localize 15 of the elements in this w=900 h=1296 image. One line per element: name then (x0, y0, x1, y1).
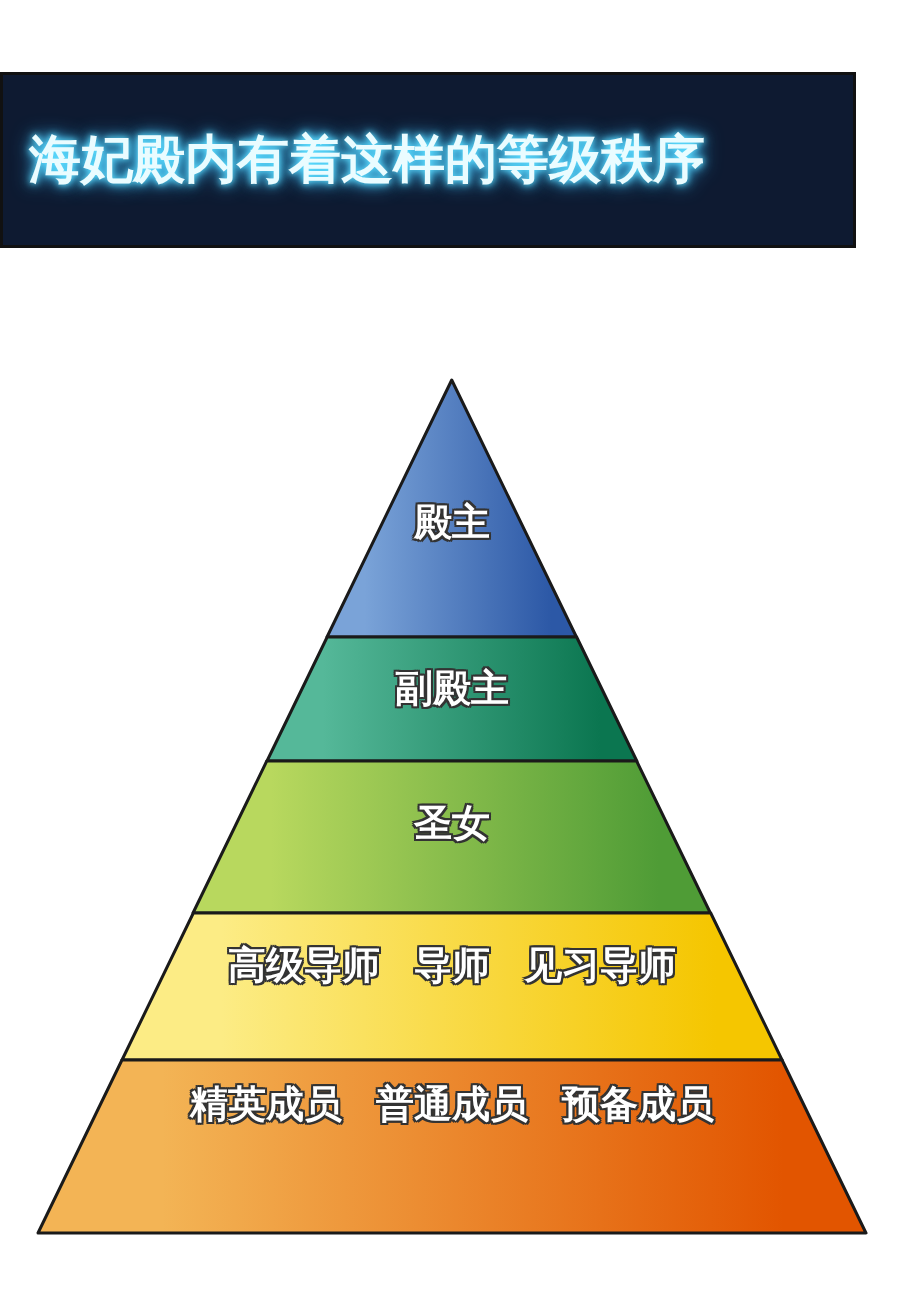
tier-label: 普通成员 (376, 1081, 528, 1129)
tier-label: 见习导师 (524, 942, 676, 990)
pyramid-tier (327, 380, 577, 637)
pyramid-tier (267, 637, 637, 761)
pyramid-tier (121, 913, 782, 1060)
tier-label: 预备成员 (562, 1081, 714, 1129)
tier-label: 圣女 (414, 799, 490, 847)
pyramid-tier (193, 761, 711, 913)
tier-label: 副殿主 (395, 664, 509, 712)
pyramid-tier (38, 1060, 866, 1233)
tier-label: 导师 (414, 942, 490, 990)
tier-label: 殿主 (414, 499, 490, 547)
tier-label: 精英成员 (190, 1081, 342, 1129)
tier-label: 高级导师 (228, 942, 380, 990)
title-text: 海妃殿内有着这样的等级秩序 (29, 128, 705, 191)
